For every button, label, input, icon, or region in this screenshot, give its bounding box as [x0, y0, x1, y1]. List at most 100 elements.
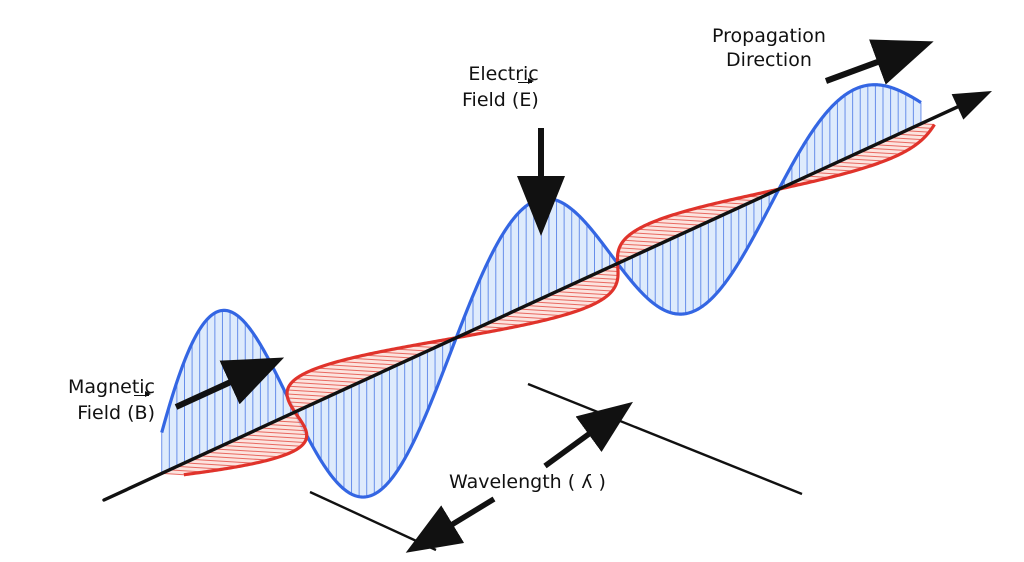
propagation-direction-label: Propagation Direction: [712, 24, 826, 72]
magnetic-field-hatch-line: [822, 168, 854, 172]
magnetic-field-hatch-line: [289, 401, 314, 404]
magnetic-field-hatch-line: [338, 360, 398, 366]
magnetic-field-hatch-line: [882, 140, 918, 144]
magnetic-field-hatch-line: [275, 420, 302, 424]
magnetic-field-hatch-line: [706, 205, 739, 209]
magnetic-field-hatch-line: [260, 427, 306, 432]
magnetic-field-hatch-line: [161, 472, 184, 476]
magnetic-field-label-line2: Field (B): [68, 391, 156, 425]
magnetic-field-hatch-line: [632, 232, 679, 237]
magnetic-field-hatch-line: [510, 312, 563, 317]
magnetic-field-hatch-line: [287, 389, 337, 394]
magnetic-field-hatch-line: [495, 319, 538, 323]
magnetic-field-hatch-line: [291, 381, 352, 387]
magnetic-field-hatch-line: [905, 130, 930, 133]
magnetic-field-hatch-line: [898, 133, 926, 137]
magnetic-field-hatch-line: [518, 308, 573, 313]
magnetic-field-vector-symbol: B: [133, 391, 151, 425]
magnetic-field-hatch-line: [627, 236, 671, 240]
magnetic-field-hatch-line: [671, 214, 716, 219]
magnetic-field-hatch-line: [326, 364, 390, 370]
magnetic-field-hatch-line: [867, 147, 907, 152]
magnetic-field-hatch-line: [637, 228, 686, 233]
magnetic-field-label-prefix: Field (: [77, 402, 135, 424]
magnetic-field-hatch-line: [594, 273, 618, 276]
electric-field-label-line1: Electric: [468, 63, 539, 85]
magnetic-field-hatch-line: [301, 374, 367, 380]
magnetic-field-hatch-line: [222, 444, 296, 451]
magnetic-field-hatch-line: [845, 158, 885, 162]
wavelength-label-text: Wavelength ( ʎ ): [449, 471, 606, 493]
magnetic-field-hatch-line: [652, 221, 701, 226]
magnetic-field-hatch-line: [288, 385, 344, 390]
electric-field-label: Electric Field (E): [462, 62, 539, 112]
magnetic-field-hatch-line: [661, 218, 709, 223]
magnetic-field-hatch-line: [829, 165, 865, 169]
magnetic-field-hatch-line: [693, 208, 732, 212]
magnetic-field-hatch-line: [230, 441, 302, 447]
magnetic-field-label-line1: Magnetic: [68, 376, 156, 398]
propagation-axis-arrowhead-icon: [951, 91, 992, 120]
magnetic-field-hatch-line: [548, 294, 604, 299]
vector-arrow-icon: [518, 78, 535, 85]
magnetic-field-hatch-line: [364, 354, 413, 359]
vector-arrow-icon: [133, 391, 151, 398]
magnetic-field-label: Magnetic Field (B): [68, 375, 155, 425]
magnetic-field-wave: [183, 123, 936, 477]
magnetic-field-hatch-line: [533, 301, 591, 306]
propagation-direction-label-line2: Direction: [726, 49, 812, 71]
magnetic-field-hatch-line: [619, 247, 648, 251]
wavelength-label: Wavelength ( ʎ ): [449, 470, 606, 494]
wavelength-bracket-right: [527, 382, 803, 496]
propagation-axis-line: [102, 105, 960, 502]
magnetic-field-hatch-line: [267, 423, 305, 428]
electric-field-symbol-text: E: [519, 89, 532, 111]
magnetic-field-hatch-line: [350, 357, 405, 363]
wavelength-bracket-left: [309, 490, 437, 552]
wavelength-pointer-arrow-up: [543, 401, 633, 469]
magnetic-field-hatch-line: [618, 251, 641, 254]
magnetic-field-hatch-line: [287, 393, 329, 397]
magnetic-field-hatch-line: [571, 284, 615, 288]
magnetic-field-hatch-line: [317, 367, 382, 373]
magnetic-field-hatch-line: [503, 315, 551, 320]
propagation-direction-label-line1: Propagation: [712, 25, 826, 47]
magnetic-field-hatch-line: [623, 239, 663, 244]
magnetic-field-hatch-line: [308, 371, 375, 376]
magnetic-field-hatch-line: [837, 161, 875, 165]
magnetic-field-hatch-line: [245, 434, 307, 440]
wave-layer: [102, 83, 992, 502]
magnetic-field-symbol-text: B: [134, 402, 148, 424]
magnetic-field-hatch-line: [192, 458, 256, 464]
magnetic-field-hatch-line: [214, 448, 289, 454]
magnetic-field-hatch-line: [378, 351, 420, 356]
magnetic-field-hatch-line: [564, 287, 613, 292]
magnetic-field-hatch-line: [852, 154, 893, 159]
magnetic-field-label-suffix: ): [147, 402, 156, 424]
magnetic-field-hatch-line: [860, 151, 901, 155]
electric-field-vector-symbol: E: [518, 78, 535, 112]
magnetic-field-hatch-line: [207, 451, 280, 458]
magnetic-field-hatch-line: [579, 280, 617, 284]
magnetic-field-hatch-line: [644, 225, 694, 230]
magnetic-field-hatch-line: [252, 430, 307, 436]
magnetic-field-hatch-line: [681, 211, 724, 216]
magnetic-field-hatch-line: [621, 243, 656, 247]
magnetic-field-hatch-line: [541, 298, 599, 303]
magnetic-field-hatch-line: [890, 137, 923, 141]
wavelength-pointer-arrow-down: [405, 496, 496, 553]
magnetic-field-hatch-line: [556, 291, 609, 296]
propagation-direction-arrow: [824, 39, 934, 85]
electric-field-label-prefix: Field (: [462, 89, 520, 111]
magnetic-field-hatch-line: [184, 462, 240, 467]
electric-field-label-line2: Field (E): [462, 78, 539, 112]
magnetic-field-hatch-line: [875, 144, 913, 148]
magnetic-field-hatch-line: [199, 455, 269, 461]
magnetic-field-hatch-line: [176, 465, 223, 470]
magnetic-field-hatch-line: [287, 397, 322, 401]
magnetic-field-hatch-line: [586, 277, 618, 280]
magnetic-field-hatch-line: [526, 305, 583, 310]
magnetic-field-hatch-line: [295, 378, 360, 383]
electric-field-label-suffix: ): [531, 89, 539, 111]
